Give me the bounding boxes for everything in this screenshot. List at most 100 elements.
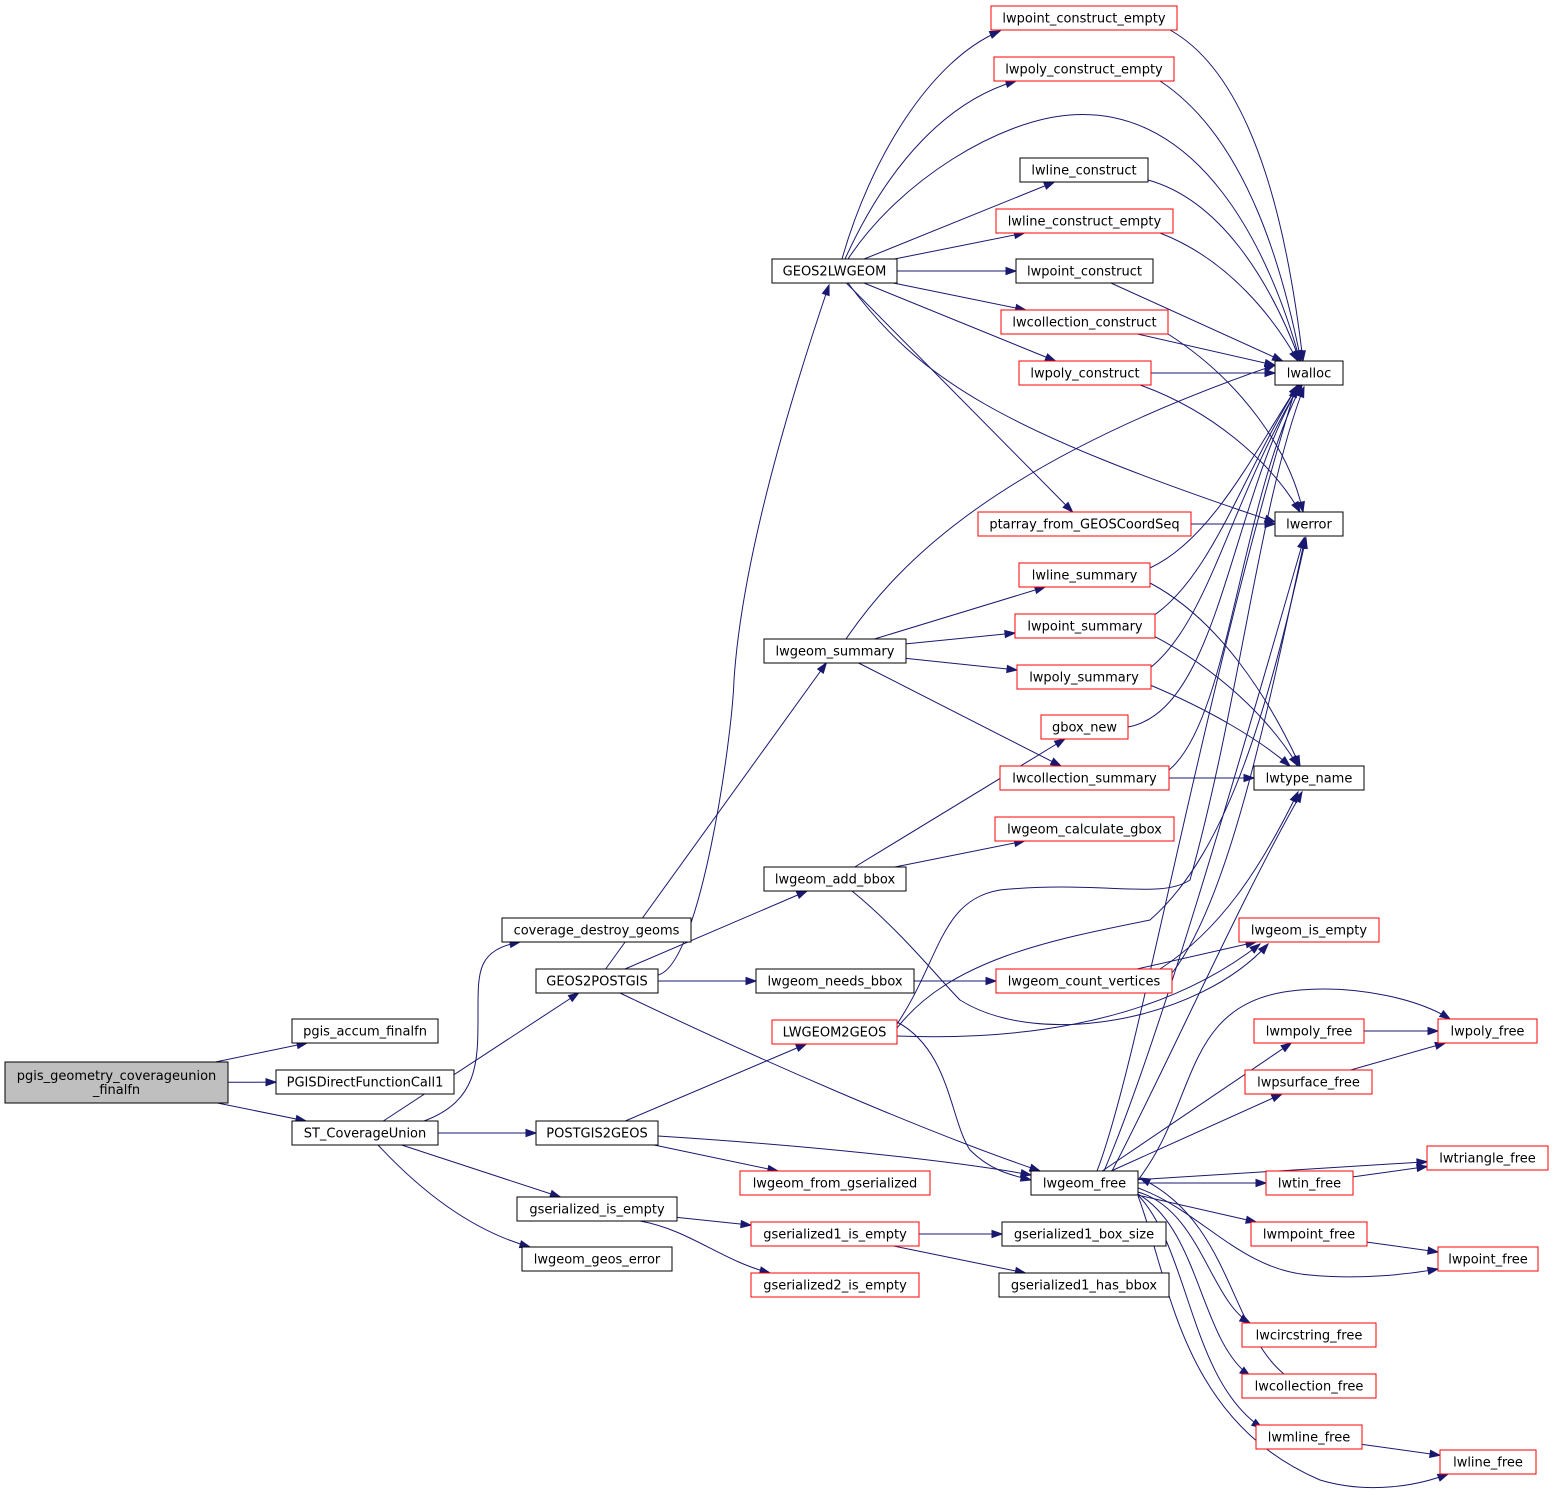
node-ST_CoverageUnion[interactable]: ST_CoverageUnion xyxy=(291,1120,439,1146)
node-box[interactable] xyxy=(1016,664,1152,690)
node-box[interactable] xyxy=(1001,1221,1167,1247)
node-lwpoly_summary[interactable]: lwpoly_summary xyxy=(1016,664,1152,690)
node-lwgeom_count_vertices[interactable]: lwgeom_count_vertices xyxy=(995,968,1173,994)
node-lwgeom_from_gserialized[interactable]: lwgeom_from_gserialized xyxy=(739,1170,931,1196)
node-box[interactable] xyxy=(535,1120,659,1146)
node-box[interactable] xyxy=(1018,562,1151,588)
node-box[interactable] xyxy=(993,56,1175,82)
node-box[interactable] xyxy=(4,1061,229,1104)
node-lwgeom_geos_error[interactable]: lwgeom_geos_error xyxy=(521,1246,673,1272)
node-lwgeom_calculate_gbox[interactable]: lwgeom_calculate_gbox xyxy=(994,816,1175,842)
node-box[interactable] xyxy=(1426,1145,1549,1171)
node-lwtype_name[interactable]: lwtype_name xyxy=(1253,765,1365,791)
node-coverage_destroy_geoms[interactable]: coverage_destroy_geoms xyxy=(501,917,692,943)
node-lwgeom_is_empty[interactable]: lwgeom_is_empty xyxy=(1238,917,1380,943)
node-lwline_construct[interactable]: lwline_construct xyxy=(1019,157,1149,183)
node-box[interactable] xyxy=(739,1170,931,1196)
node-box[interactable] xyxy=(977,511,1192,537)
node-lwmpoly_free[interactable]: lwmpoly_free xyxy=(1253,1018,1365,1044)
node-box[interactable] xyxy=(771,1019,898,1045)
node-box[interactable] xyxy=(1253,765,1365,791)
node-pgis_accum_finalfn[interactable]: pgis_accum_finalfn xyxy=(291,1018,439,1044)
node-root[interactable]: pgis_geometry_coverageunion_finalfn xyxy=(4,1061,229,1104)
node-PGISDirectFunctionCall1[interactable]: PGISDirectFunctionCall1 xyxy=(275,1069,455,1095)
node-box[interactable] xyxy=(1437,1246,1539,1272)
node-lwline_construct_empty[interactable]: lwline_construct_empty xyxy=(995,208,1174,234)
node-lwerror[interactable]: lwerror xyxy=(1274,511,1344,537)
node-lwpoly_construct_empty[interactable]: lwpoly_construct_empty xyxy=(993,56,1175,82)
node-lwcircstring_free[interactable]: lwcircstring_free xyxy=(1241,1322,1377,1348)
node-box[interactable] xyxy=(763,638,907,664)
node-lwcollection_free[interactable]: lwcollection_free xyxy=(1241,1373,1377,1399)
node-box[interactable] xyxy=(1241,1373,1377,1399)
node-box[interactable] xyxy=(1241,1322,1377,1348)
node-lwpsurface_free[interactable]: lwpsurface_free xyxy=(1244,1069,1373,1095)
node-box[interactable] xyxy=(291,1120,439,1146)
node-box[interactable] xyxy=(535,968,659,994)
node-lwpoint_free[interactable]: lwpoint_free xyxy=(1437,1246,1539,1272)
node-gbox_new[interactable]: gbox_new xyxy=(1040,714,1129,740)
node-box[interactable] xyxy=(995,968,1173,994)
node-box[interactable] xyxy=(763,866,907,892)
node-box[interactable] xyxy=(291,1018,439,1044)
node-lwgeom_needs_bbox[interactable]: lwgeom_needs_bbox xyxy=(755,968,915,994)
node-lwgeom_add_bbox[interactable]: lwgeom_add_bbox xyxy=(763,866,907,892)
node-lwline_free[interactable]: lwline_free xyxy=(1439,1449,1537,1475)
node-LWGEOM2GEOS[interactable]: LWGEOM2GEOS xyxy=(771,1019,898,1045)
node-box[interactable] xyxy=(1274,511,1344,537)
node-POSTGIS2GEOS[interactable]: POSTGIS2GEOS xyxy=(535,1120,659,1146)
node-box[interactable] xyxy=(1015,258,1154,284)
node-box[interactable] xyxy=(1439,1449,1537,1475)
node-lwpoly_free[interactable]: lwpoly_free xyxy=(1437,1018,1538,1044)
node-box[interactable] xyxy=(998,1272,1170,1298)
node-lwpoint_construct_empty[interactable]: lwpoint_construct_empty xyxy=(990,5,1178,31)
node-box[interactable] xyxy=(994,816,1175,842)
node-box[interactable] xyxy=(1019,157,1149,183)
node-box[interactable] xyxy=(999,765,1170,791)
node-box[interactable] xyxy=(516,1196,678,1222)
node-lwcollection_summary[interactable]: lwcollection_summary xyxy=(999,765,1170,791)
node-gserialized1_box_size[interactable]: gserialized1_box_size xyxy=(1001,1221,1167,1247)
node-gserialized2_is_empty[interactable]: gserialized2_is_empty xyxy=(750,1272,920,1298)
node-box[interactable] xyxy=(1437,1018,1538,1044)
node-box[interactable] xyxy=(755,968,915,994)
node-lwpoly_construct[interactable]: lwpoly_construct xyxy=(1018,360,1152,386)
node-box[interactable] xyxy=(1265,1170,1354,1196)
node-lwmpoint_free[interactable]: lwmpoint_free xyxy=(1250,1221,1368,1247)
node-lwalloc[interactable]: lwalloc xyxy=(1274,360,1344,386)
node-GEOS2LWGEOM[interactable]: GEOS2LWGEOM xyxy=(771,258,898,284)
node-box[interactable] xyxy=(750,1221,920,1247)
node-gserialized1_has_bbox[interactable]: gserialized1_has_bbox xyxy=(998,1272,1170,1298)
node-GEOS2POSTGIS[interactable]: GEOS2POSTGIS xyxy=(535,968,659,994)
node-gserialized_is_empty[interactable]: gserialized_is_empty xyxy=(516,1196,678,1222)
node-box[interactable] xyxy=(1255,1424,1363,1450)
node-box[interactable] xyxy=(521,1246,673,1272)
node-box[interactable] xyxy=(1040,714,1129,740)
node-lwgeom_summary[interactable]: lwgeom_summary xyxy=(763,638,907,664)
node-gserialized1_is_empty[interactable]: gserialized1_is_empty xyxy=(750,1221,920,1247)
node-box[interactable] xyxy=(990,5,1178,31)
node-lwtin_free[interactable]: lwtin_free xyxy=(1265,1170,1354,1196)
node-box[interactable] xyxy=(1238,917,1380,943)
node-box[interactable] xyxy=(1014,613,1156,639)
node-box[interactable] xyxy=(1000,309,1169,335)
node-box[interactable] xyxy=(995,208,1174,234)
node-box[interactable] xyxy=(275,1069,455,1095)
node-box[interactable] xyxy=(750,1272,920,1298)
node-lwgeom_free[interactable]: lwgeom_free xyxy=(1030,1170,1139,1196)
node-lwline_summary[interactable]: lwline_summary xyxy=(1018,562,1151,588)
node-box[interactable] xyxy=(771,258,898,284)
node-box[interactable] xyxy=(1274,360,1344,386)
node-lwcollection_construct[interactable]: lwcollection_construct xyxy=(1000,309,1169,335)
node-lwpoint_summary[interactable]: lwpoint_summary xyxy=(1014,613,1156,639)
node-box[interactable] xyxy=(501,917,692,943)
node-box[interactable] xyxy=(1030,1170,1139,1196)
node-box[interactable] xyxy=(1018,360,1152,386)
node-box[interactable] xyxy=(1250,1221,1368,1247)
node-lwtriangle_free[interactable]: lwtriangle_free xyxy=(1426,1145,1549,1171)
node-box[interactable] xyxy=(1244,1069,1373,1095)
node-box[interactable] xyxy=(1253,1018,1365,1044)
node-lwpoint_construct[interactable]: lwpoint_construct xyxy=(1015,258,1154,284)
node-ptarray_from_GEOSCoordSeq[interactable]: ptarray_from_GEOSCoordSeq xyxy=(977,511,1192,537)
node-lwmline_free[interactable]: lwmline_free xyxy=(1255,1424,1363,1450)
